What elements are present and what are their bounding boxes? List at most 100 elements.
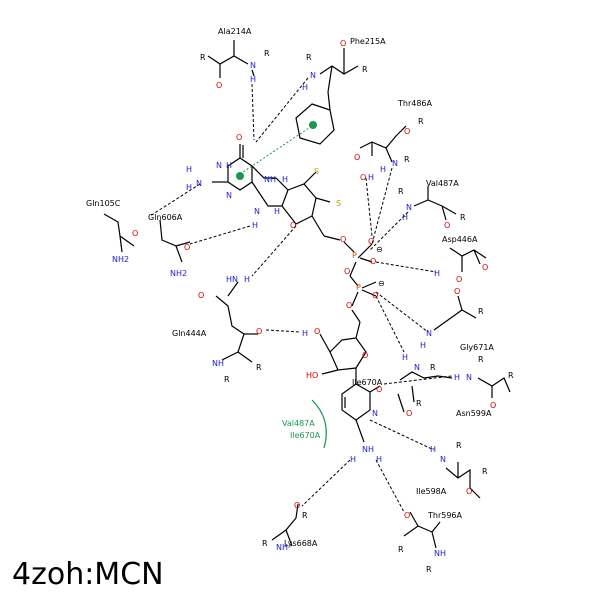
atom-o: O	[344, 267, 350, 276]
residue-label-gln606a: Gln606A	[148, 213, 183, 222]
atom-h: H	[434, 269, 440, 278]
atom-o: O	[368, 237, 374, 246]
atom-h: H	[350, 455, 356, 464]
atom-h: H	[430, 445, 436, 454]
atom-h: H	[302, 83, 308, 92]
atom-o: O	[354, 153, 360, 162]
residue-label-asn599a: Asn599A	[456, 409, 492, 418]
atom-nh2: NH2	[112, 255, 129, 264]
atom-r: R	[302, 511, 308, 520]
atom-nh: NH	[276, 543, 288, 552]
pterin-ring-centroid	[236, 172, 244, 180]
hydrophobic-label-val487a: Val487A	[282, 419, 315, 428]
residue-label-gln105c: Gln105C	[86, 199, 121, 208]
atom-r: R	[478, 307, 484, 316]
atom-r: R	[262, 539, 268, 548]
atom-r: R	[416, 399, 422, 408]
atom-h: H	[186, 165, 192, 174]
atom-o: O	[404, 511, 410, 520]
atom-h: H	[380, 165, 386, 174]
atom-r: R	[200, 53, 206, 62]
atom-r: R	[404, 155, 410, 164]
residue-label-asp446a: Asp446A	[442, 235, 478, 244]
atom-o: O	[340, 235, 346, 244]
atom-r: R	[398, 187, 404, 196]
atom-ho: HO	[306, 371, 318, 380]
atom-o: O	[290, 221, 296, 230]
atom-o: O	[370, 257, 376, 266]
ligand-bonds	[212, 144, 381, 443]
atom-h: H	[302, 329, 308, 338]
residue-label-ile670a: Ile670A	[352, 378, 383, 387]
atom-h: H	[420, 341, 426, 350]
ligand-title: 4zoh:MCN	[12, 557, 164, 592]
atom-h: H	[402, 353, 408, 362]
atom-o: O	[454, 287, 460, 296]
hydrophobic-label-ile670a: Ile670A	[290, 431, 321, 440]
atom-o: O	[340, 39, 346, 48]
atom-r: R	[482, 467, 488, 476]
atom-r: R	[362, 65, 368, 74]
atom-p: P	[356, 283, 361, 292]
atom-o: O	[404, 127, 410, 136]
atom-h: H	[244, 275, 250, 284]
hydrophobic-arc	[311, 399, 327, 449]
atom-n: N	[440, 455, 446, 464]
atom-o: O	[490, 401, 496, 410]
residue-label-thr596a: Thr596A	[427, 511, 463, 520]
atom-o: O	[466, 487, 472, 496]
atom-h: H	[368, 173, 374, 182]
residue-label-ala214a: Ala214A	[218, 27, 252, 36]
atom-r: R	[398, 545, 404, 554]
atom-o: O	[444, 221, 450, 230]
residue-label-phe215a: Phe215A	[350, 37, 386, 46]
atom-n: N	[372, 409, 378, 418]
atom-r: R	[418, 117, 424, 126]
atom-n: N	[406, 203, 412, 212]
atom-o: O	[314, 327, 320, 336]
residue-label-val487a: Val487A	[426, 179, 459, 188]
atom-minus: ⊖	[378, 279, 385, 288]
atom-o: O	[406, 409, 412, 418]
atom-o: O	[294, 501, 300, 510]
atom-o: O	[372, 291, 378, 300]
atom-s: S	[336, 199, 341, 208]
atom-p: P	[352, 251, 357, 260]
atom-h: H	[454, 373, 460, 382]
atom-n: N	[426, 329, 432, 338]
atom-r: R	[306, 53, 312, 62]
atom-o: O	[256, 327, 262, 336]
atom-o: O	[184, 243, 190, 252]
residue-label-lys668a: Lys668A	[284, 539, 318, 548]
atom-o: O	[198, 291, 204, 300]
residue-labels: Ala214A Phe215A Thr486A Val487A Asp446A …	[86, 27, 494, 548]
atom-o: O	[132, 229, 138, 238]
atom-h: H	[250, 75, 256, 84]
atom-h: H	[402, 213, 408, 222]
atom-h: H	[376, 455, 382, 464]
atom-o: O	[216, 81, 222, 90]
atom-s: S	[314, 167, 319, 176]
atom-r: R	[478, 355, 484, 364]
atom-h: H	[252, 221, 258, 230]
atom-n: N	[414, 363, 420, 372]
atom-o: O	[236, 133, 242, 142]
hydrogen-bonds	[149, 77, 453, 513]
atom-o: O	[456, 275, 462, 284]
atom-r: R	[430, 363, 436, 372]
atom-r: R	[460, 213, 466, 222]
atom-nh: NH	[362, 445, 374, 454]
atom-n: N	[466, 373, 472, 382]
atom-o: O	[360, 173, 366, 182]
atom-n: N	[392, 159, 398, 168]
atom-nh: NH	[434, 549, 446, 558]
atom-h: H	[226, 161, 232, 170]
residue-bonds	[103, 40, 511, 549]
atom-h: H	[186, 183, 192, 192]
atom-o: O	[482, 263, 488, 272]
atom-r: R	[224, 375, 230, 384]
atom-r: R	[264, 49, 270, 58]
atom-nh: NH	[264, 175, 276, 184]
